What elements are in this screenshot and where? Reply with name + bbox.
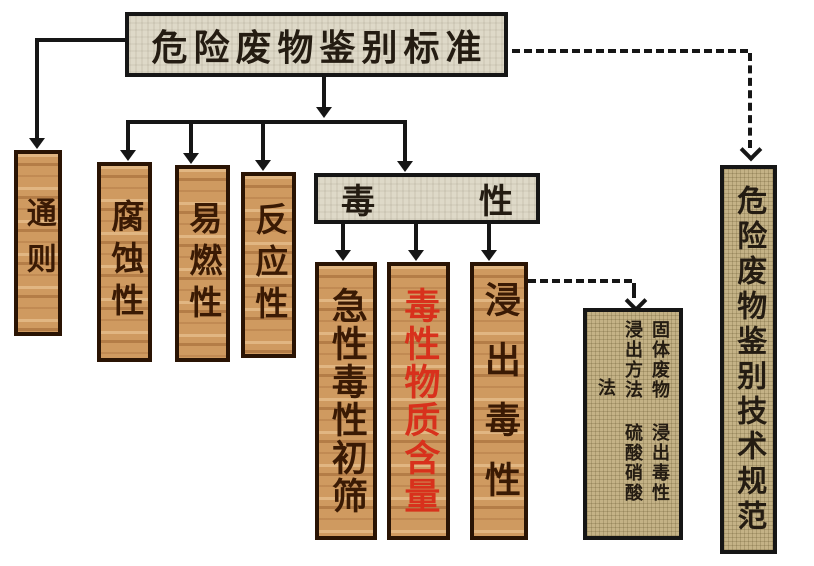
connector-drop-acute bbox=[341, 224, 345, 251]
node-corrosivity: 腐蚀性 bbox=[97, 162, 152, 362]
leaching-method-line-1: 固体废物 浸出毒性 bbox=[649, 320, 670, 503]
node-standard-title: 危险废物鉴别标准 bbox=[125, 12, 508, 77]
node-tech-spec: 危险废物鉴别技术规范 bbox=[720, 165, 777, 554]
arrowhead-content bbox=[408, 250, 424, 261]
connector-left-vertical bbox=[35, 38, 39, 138]
connector-drop-leaching bbox=[487, 224, 491, 251]
leaching-toxicity-label: 浸出毒性 bbox=[478, 281, 521, 521]
toxicity-label-char-1: 毒 bbox=[341, 182, 375, 222]
arrowhead-title-stem bbox=[316, 107, 332, 118]
arrowhead-leaching bbox=[481, 250, 497, 261]
node-flammability: 易燃性 bbox=[175, 165, 230, 362]
arrowhead-acute bbox=[335, 250, 351, 261]
connector-drop-flammability bbox=[189, 124, 193, 154]
connector-drop-corrosivity bbox=[126, 124, 130, 151]
dashed-title-to-techspec-vertical bbox=[748, 53, 752, 148]
arrowhead-toxicity bbox=[397, 161, 413, 172]
arrowhead-general bbox=[29, 138, 45, 149]
node-leaching-toxicity: 浸出毒性 bbox=[470, 262, 528, 540]
flammability-label: 易燃性 bbox=[183, 200, 223, 327]
tech-spec-label: 危险废物鉴别技术规范 bbox=[731, 184, 767, 535]
toxicity-label-char-2: 性 bbox=[479, 182, 513, 222]
reactivity-label: 反应性 bbox=[249, 202, 289, 328]
connector-drop-toxicity bbox=[403, 124, 407, 162]
node-general-rules: 通则 bbox=[14, 150, 62, 336]
node-leaching-method-standard: 固体废物 浸出毒性 浸出方法 硫酸硝酸 法 bbox=[583, 308, 683, 540]
toxic-substance-content-label: 毒性物质含量 bbox=[398, 287, 441, 515]
leaching-method-line-3: 法 bbox=[595, 378, 616, 398]
arrowhead-reactivity bbox=[255, 160, 271, 171]
node-acute-toxicity-screening: 急性毒性初筛 bbox=[315, 262, 377, 540]
connector-title-stem bbox=[322, 77, 326, 109]
connector-left-horizontal bbox=[35, 38, 125, 42]
connector-branch-horizontal bbox=[126, 120, 407, 124]
standard-title-label: 危险废物鉴别标准 bbox=[151, 26, 488, 69]
corrosivity-label: 腐蚀性 bbox=[105, 199, 145, 325]
arrowhead-corrosivity bbox=[120, 150, 136, 161]
connector-drop-reactivity bbox=[261, 124, 265, 161]
dashed-leaching-to-method-horizontal bbox=[528, 279, 632, 283]
dashed-leaching-to-method-vertical bbox=[632, 283, 636, 298]
leaching-method-line-2: 浸出方法 硫酸硝酸 bbox=[622, 320, 643, 503]
node-toxicity: 毒 性 bbox=[314, 173, 540, 224]
dashed-arrowhead-techspec bbox=[739, 138, 763, 162]
arrowhead-flammability bbox=[183, 153, 199, 164]
dashed-title-to-techspec-horizontal bbox=[512, 49, 748, 53]
acute-toxicity-screening-label: 急性毒性初筛 bbox=[325, 287, 368, 515]
node-toxic-substance-content: 毒性物质含量 bbox=[387, 262, 450, 540]
node-reactivity: 反应性 bbox=[241, 172, 296, 358]
general-rules-label: 通则 bbox=[20, 197, 56, 289]
connector-drop-content bbox=[414, 224, 418, 251]
